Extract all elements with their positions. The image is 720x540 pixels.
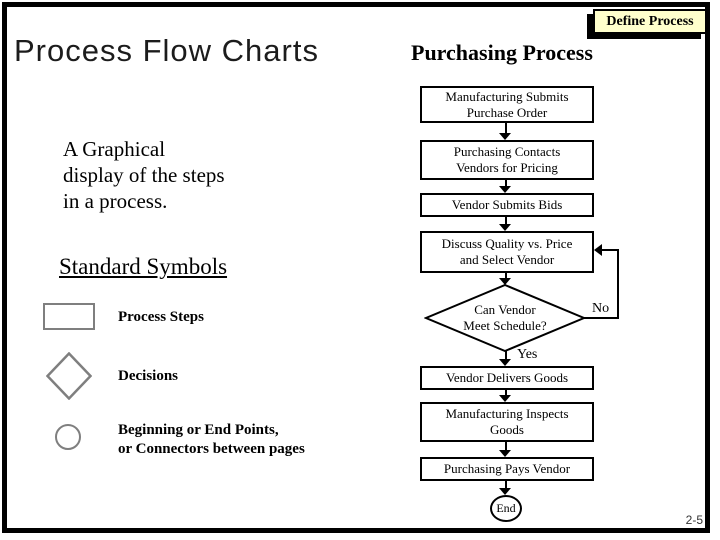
flow-arrow-down-icon [499,390,512,402]
terminator-symbol-icon [55,424,81,450]
flow-arrow-down-icon [499,273,512,285]
flow-arrow-down-icon [499,351,512,366]
no-branch-line [601,249,619,251]
flow-step-purchasing-pays-vendor: Purchasing Pays Vendor [420,457,594,481]
flow-step-manufacturing-submits-po: Manufacturing Submits Purchase Order [420,86,594,123]
description-text: A Graphical display of the steps in a pr… [63,137,225,213]
flow-step-discuss-quality-select-vendor: Discuss Quality vs. Price and Select Ven… [420,231,594,273]
flow-arrow-down-icon [499,217,512,231]
no-branch-label: No [592,301,610,316]
tab-label: Define Process [606,13,694,29]
decision-label: Can Vendor Meet Schedule? [463,302,547,333]
legend-label-terminators: Beginning or End Points, or Connectors b… [118,422,305,457]
page-number: 2-5 [685,513,703,527]
page-title: Process Flow Charts [14,33,319,68]
flow-arrow-down-icon [499,481,512,495]
no-branch-line [617,249,619,319]
decision-symbol-icon [46,352,92,400]
process-step-symbol-icon [43,303,95,330]
standard-symbols-heading: Standard Symbols [59,254,228,279]
flow-step-manufacturing-inspects-goods: Manufacturing Inspects Goods [420,402,594,442]
flowchart-heading: Purchasing Process [411,40,593,65]
flow-arrow-down-icon [499,442,512,457]
flow-step-vendor-delivers-goods: Vendor Delivers Goods [420,366,594,390]
flow-step-vendor-submits-bids: Vendor Submits Bids [420,193,594,217]
yes-branch-label: Yes [517,347,538,362]
legend-label-process-steps: Process Steps [118,309,204,325]
no-branch-line [584,317,619,319]
flow-arrow-left-icon [594,244,602,256]
define-process-tab: Define Process [593,9,707,34]
flow-step-purchasing-contacts-vendors: Purchasing Contacts Vendors for Pricing [420,140,594,180]
end-terminator: End [490,495,522,522]
flow-arrow-down-icon [499,123,512,140]
legend-label-decisions: Decisions [118,368,178,384]
flow-arrow-down-icon [499,180,512,193]
